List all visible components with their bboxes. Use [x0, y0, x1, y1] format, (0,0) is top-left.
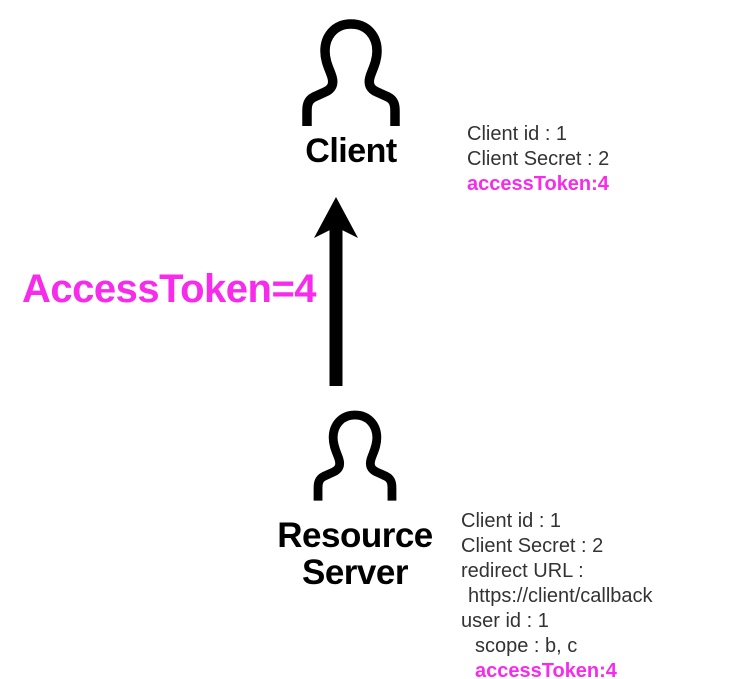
person-icon — [313, 410, 397, 501]
arrow-up-icon — [314, 197, 358, 386]
annotation-resource-server: Client id : 1 Client Secret : 2 redirect… — [461, 509, 653, 679]
person-icon — [302, 19, 400, 126]
node-resource-server[interactable]: Resource Server — [255, 402, 455, 592]
annotation-line-scope: scope : b, c — [475, 635, 578, 657]
annotation-line: user id : 1 — [461, 610, 549, 632]
node-resource-server-label: Resource Server — [277, 516, 433, 592]
annotation-line-access-token: accessToken:4 — [475, 660, 617, 679]
annotation-line: Client id : 1 — [461, 510, 562, 532]
annotation-line: Client Secret : 2 — [461, 535, 604, 557]
node-client-label: Client — [305, 132, 397, 170]
annotation-line: redirect URL : — [461, 560, 584, 582]
annotation-line: Client id : 1 — [467, 123, 568, 145]
annotation-client: Client id : 1 Client Secret : 2 accessTo… — [467, 122, 609, 197]
annotation-line-redirect-url: https://client/callback — [468, 585, 653, 607]
annotation-line-access-token: accessToken:4 — [467, 173, 609, 195]
node-client[interactable]: Client — [268, 18, 434, 170]
flow-label: AccessToken=4 — [22, 267, 317, 311]
annotation-line: Client Secret : 2 — [467, 148, 610, 170]
